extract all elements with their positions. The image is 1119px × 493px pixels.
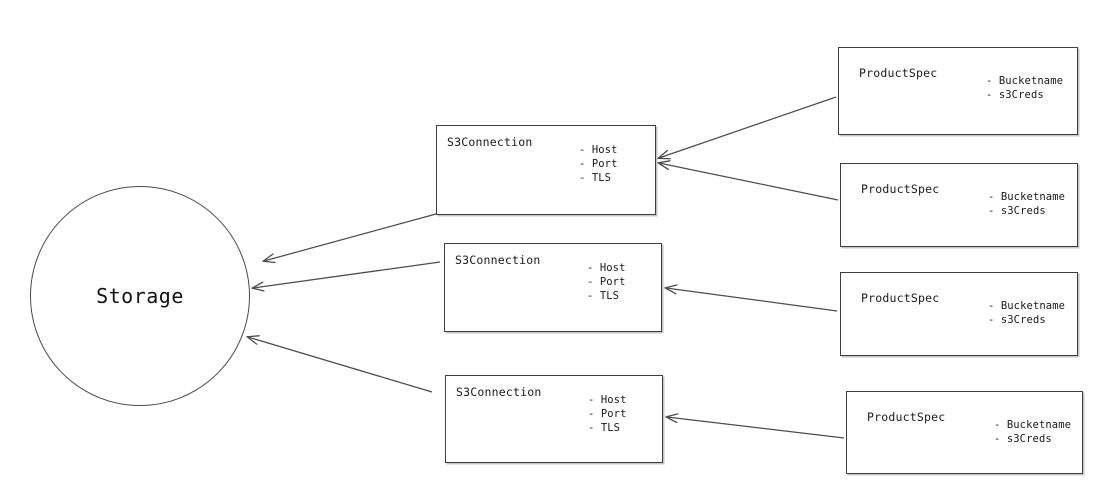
attr-s3creds: - s3Creds bbox=[986, 89, 1044, 101]
attr-bucketname: - Bucketname bbox=[988, 191, 1066, 203]
attr-bucketname: - Bucketname bbox=[988, 300, 1066, 312]
edge-spec1-to-conn1 bbox=[659, 96, 837, 158]
attr-host: - Host bbox=[588, 394, 627, 406]
productspec-node-4[interactable]: ProductSpec - Bucketname - s3Creds bbox=[846, 391, 1083, 474]
storage-label: Storage bbox=[96, 284, 184, 308]
s3connection-node-1[interactable]: S3Connection - Host - Port - TLS bbox=[436, 125, 656, 215]
attr-host: - Host bbox=[579, 144, 618, 156]
productspec-title-3: ProductSpec bbox=[861, 291, 940, 305]
s3connection-attrs-2: - Host - Port - TLS bbox=[587, 261, 626, 303]
attr-port: - Port bbox=[588, 408, 627, 420]
s3connection-attrs-3: - Host - Port - TLS bbox=[588, 393, 627, 435]
edge-conn1-to-storage bbox=[264, 213, 437, 261]
attr-bucketname: - Bucketname bbox=[986, 75, 1064, 87]
attr-tls: - TLS bbox=[587, 290, 620, 302]
productspec-node-2[interactable]: ProductSpec - Bucketname - s3Creds bbox=[840, 163, 1078, 247]
productspec-attrs-4: - Bucketname - s3Creds bbox=[994, 418, 1071, 446]
s3connection-title-1: S3Connection bbox=[447, 135, 533, 149]
productspec-node-3[interactable]: ProductSpec - Bucketname - s3Creds bbox=[840, 272, 1078, 356]
productspec-attrs-2: - Bucketname - s3Creds bbox=[988, 190, 1065, 218]
storage-circle[interactable]: Storage bbox=[30, 186, 250, 406]
s3connection-attrs-1: - Host - Port - TLS bbox=[579, 143, 618, 185]
edge-spec3-to-conn2 bbox=[666, 288, 838, 312]
productspec-node-1[interactable]: ProductSpec - Bucketname - s3Creds bbox=[838, 47, 1078, 135]
edge-conn2-to-storage bbox=[253, 261, 441, 288]
attr-bucketname: - Bucketname bbox=[994, 419, 1072, 431]
s3connection-title-2: S3Connection bbox=[455, 253, 541, 267]
attr-port: - Port bbox=[579, 158, 618, 170]
attr-s3creds: - s3Creds bbox=[988, 205, 1046, 217]
s3connection-node-3[interactable]: S3Connection - Host - Port - TLS bbox=[445, 375, 663, 463]
s3connection-node-2[interactable]: S3Connection - Host - Port - TLS bbox=[444, 243, 662, 332]
edge-spec4-to-conn3 bbox=[667, 417, 845, 439]
productspec-title-1: ProductSpec bbox=[859, 66, 938, 80]
productspec-title-2: ProductSpec bbox=[861, 182, 940, 196]
attr-host: - Host bbox=[587, 262, 626, 274]
attr-port: - Port bbox=[587, 276, 626, 288]
attr-tls: - TLS bbox=[588, 422, 621, 434]
edge-spec2-to-conn1 bbox=[659, 163, 839, 201]
attr-s3creds: - s3Creds bbox=[994, 433, 1052, 445]
productspec-title-4: ProductSpec bbox=[867, 410, 946, 424]
productspec-attrs-1: - Bucketname - s3Creds bbox=[986, 74, 1063, 102]
edge-conn3-to-storage bbox=[248, 337, 433, 393]
s3connection-title-3: S3Connection bbox=[456, 385, 542, 399]
attr-tls: - TLS bbox=[579, 172, 612, 184]
attr-s3creds: - s3Creds bbox=[988, 314, 1046, 326]
productspec-attrs-3: - Bucketname - s3Creds bbox=[988, 299, 1065, 327]
